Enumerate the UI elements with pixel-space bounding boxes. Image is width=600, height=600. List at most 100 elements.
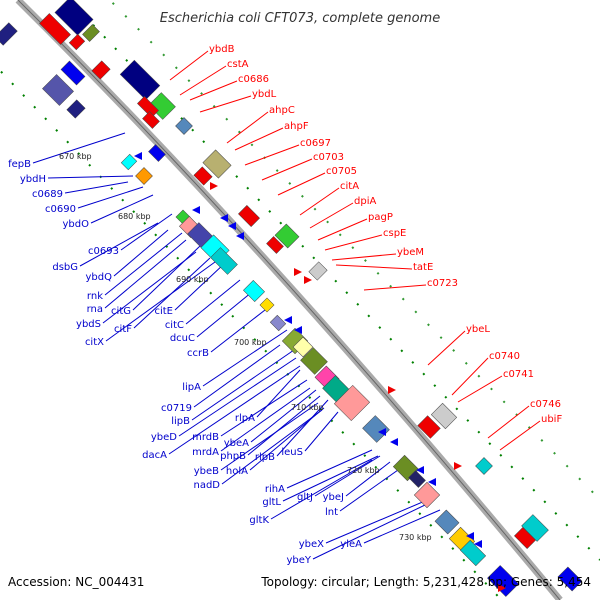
gene-label-reverse[interactable]: ybeX	[299, 539, 324, 550]
gene-label-reverse[interactable]: rlpB	[255, 452, 275, 463]
gene-block-reverse	[148, 144, 166, 162]
gene-label-reverse[interactable]: citX	[85, 337, 104, 348]
gene-label-reverse[interactable]: rnk	[87, 291, 103, 302]
gene-label-forward[interactable]: citA	[340, 181, 359, 192]
gene-block-forward	[274, 223, 300, 249]
leader-line	[102, 251, 197, 324]
gene-label-reverse[interactable]: ybeY	[286, 555, 311, 566]
kbp-mark: 670 kbp	[59, 152, 92, 161]
gene-label-forward[interactable]: cstA	[227, 59, 249, 70]
gene-label-forward[interactable]: c0705	[326, 166, 357, 177]
gene-label-reverse[interactable]: rna	[87, 304, 103, 315]
gene-label-forward[interactable]: ahpC	[269, 105, 295, 116]
gene-label-reverse[interactable]: phpB	[220, 451, 246, 462]
gene-label-reverse[interactable]: lnt	[325, 507, 338, 518]
forward-arrows	[210, 182, 506, 592]
gene-label-reverse[interactable]: ybeJ	[323, 492, 344, 503]
gene-label-forward[interactable]: ybeL	[466, 324, 490, 335]
leader-line	[189, 80, 238, 101]
gene-label-forward[interactable]: cspE	[383, 228, 406, 239]
gene-label-forward[interactable]: c0740	[489, 351, 520, 362]
gene-label-reverse[interactable]: citE	[154, 306, 173, 317]
gene-label-reverse[interactable]: c0689	[32, 189, 63, 200]
leader-line	[169, 50, 209, 81]
gene-label-forward[interactable]: tatE	[413, 262, 433, 273]
gene-block-reverse	[0, 22, 18, 46]
gene-label-forward[interactable]: ybdL	[252, 89, 277, 100]
leader-line	[77, 186, 144, 209]
leader-line	[249, 407, 325, 471]
gene-label-reverse[interactable]: citC	[165, 320, 184, 331]
topology-summary: Topology: circular; Length: 5,231,428 bp…	[260, 575, 591, 589]
gene-label-reverse[interactable]: ybdO	[63, 219, 90, 230]
kbp-mark: 720 kbp	[347, 466, 380, 475]
leader-line	[324, 234, 383, 251]
gene-label-forward[interactable]: pagP	[368, 212, 393, 223]
gene-label-reverse[interactable]: mrdB	[192, 432, 219, 443]
gene-label-reverse[interactable]: ybdH	[20, 174, 46, 185]
gene-label-reverse[interactable]: fepB	[8, 159, 31, 170]
gene-label-reverse[interactable]: citF	[114, 324, 132, 335]
gene-label-reverse[interactable]: ccrB	[187, 348, 209, 359]
gene-block-reverse	[269, 314, 287, 332]
gene-block-reverse	[259, 297, 275, 313]
gene-label-reverse[interactable]: gltJ	[297, 492, 313, 503]
gene-label-reverse[interactable]: c0693	[88, 246, 119, 257]
reverse-gene-labels: fepB ybdH c0689 c0690 ybdO c0693 dsbG ybdQ rnk rn…	[8, 159, 362, 566]
gene-label-reverse[interactable]: citG	[111, 306, 131, 317]
leader-line	[286, 449, 373, 489]
gene-label-reverse[interactable]: gltL	[262, 497, 281, 508]
gene-label-reverse[interactable]: ybeA	[224, 438, 249, 449]
gene-label-reverse[interactable]: dcuC	[170, 333, 195, 344]
gene-label-reverse[interactable]: mrdA	[192, 447, 219, 458]
gene-label-forward[interactable]: ahpF	[284, 121, 309, 132]
leader-line	[339, 469, 399, 512]
gene-label-forward[interactable]: c0741	[503, 369, 534, 380]
gene-label-reverse[interactable]: ybeD	[151, 432, 177, 443]
gene-label-forward[interactable]: c0723	[427, 278, 458, 289]
forward-strand-genes	[39, 0, 583, 592]
gene-label-forward[interactable]: ybeM	[397, 247, 424, 258]
leader-line	[196, 291, 253, 338]
gene-label-forward[interactable]: c0686	[238, 74, 269, 85]
gene-label-reverse[interactable]: holA	[226, 466, 248, 477]
gene-label-forward[interactable]: dpiA	[354, 196, 376, 207]
gene-label-reverse[interactable]: gltK	[249, 515, 269, 526]
gene-label-reverse[interactable]: nadD	[193, 480, 220, 491]
gene-label-reverse[interactable]: ybeB	[194, 466, 219, 477]
leader-line	[220, 402, 319, 471]
leader-line	[457, 375, 503, 403]
leader-line	[132, 245, 201, 311]
gene-label-reverse[interactable]: rlpA	[235, 413, 255, 424]
gene-block-reverse	[459, 539, 487, 567]
kbp-mark: 700 kbp	[234, 338, 267, 347]
gene-label-reverse[interactable]: dacA	[142, 450, 167, 461]
gene-label-reverse[interactable]: lipB	[171, 416, 190, 427]
gene-label-reverse[interactable]: lipA	[182, 382, 201, 393]
gene-label-reverse[interactable]: yleA	[340, 539, 362, 550]
gene-label-reverse[interactable]: ybdQ	[86, 272, 113, 283]
gene-label-reverse[interactable]: ybdS	[76, 319, 101, 330]
gene-block-forward	[142, 111, 160, 129]
leader-line	[226, 111, 269, 144]
forward-gene-labels: ybdB cstA c0686 ybdL ahpC ahpF c0697 c0703 c0705…	[209, 44, 562, 425]
gene-label-reverse[interactable]: leuS	[281, 447, 303, 458]
leader-line	[168, 365, 301, 455]
leader-line	[113, 229, 169, 277]
kbp-mark: 710 kbp	[291, 403, 324, 412]
gene-block-reverse	[66, 99, 86, 119]
gene-label-reverse[interactable]: c0690	[45, 204, 76, 215]
leader-line	[499, 420, 541, 451]
gene-label-reverse[interactable]: dsbG	[52, 262, 78, 273]
gene-label-reverse[interactable]: c0719	[161, 403, 192, 414]
gene-label-forward[interactable]: c0746	[530, 399, 561, 410]
gene-block-forward	[119, 59, 161, 101]
leader-line	[304, 411, 339, 452]
gene-label-forward[interactable]: ybdB	[209, 44, 235, 55]
kbp-mark: 730 kbp	[399, 533, 432, 542]
gene-label-forward[interactable]: c0697	[300, 138, 331, 149]
gene-block-forward	[238, 205, 260, 227]
gene-label-reverse[interactable]: rihA	[265, 484, 285, 495]
gene-label-forward[interactable]: c0703	[313, 152, 344, 163]
gene-label-forward[interactable]: ubiF	[541, 414, 562, 425]
